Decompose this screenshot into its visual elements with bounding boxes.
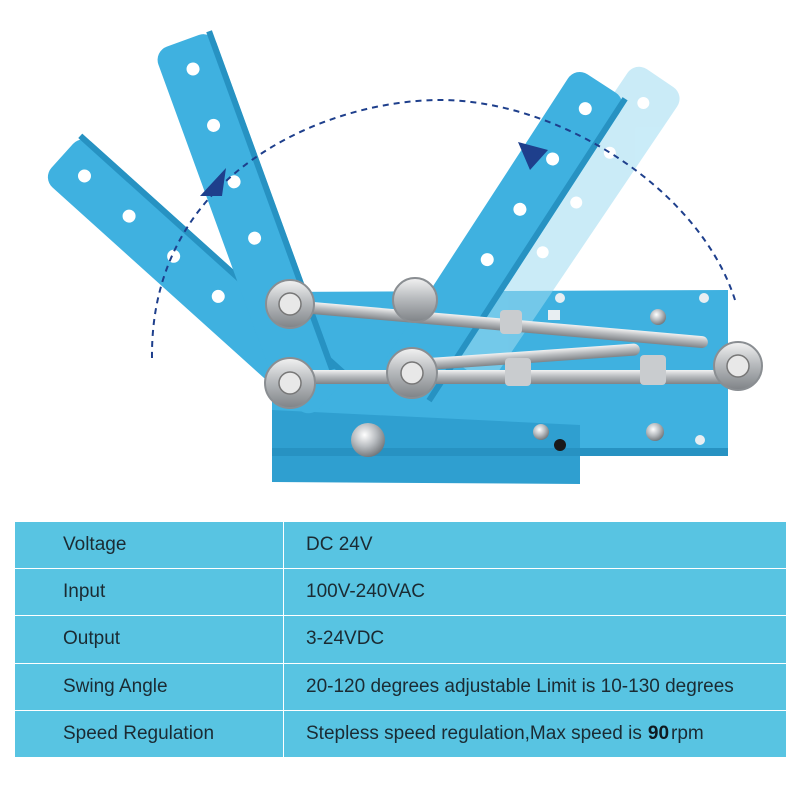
product-photo xyxy=(47,30,763,484)
spec-label-swing-angle: Swing Angle xyxy=(15,663,284,711)
spec-label-voltage: Voltage xyxy=(15,522,284,570)
spec-table: Voltage DC 24V Input 100V-240VAC Output … xyxy=(15,522,786,757)
table-row: Input 100V-240VAC xyxy=(15,568,786,617)
arrow-left-icon xyxy=(200,168,226,196)
spec-value-voltage: DC 24V xyxy=(283,522,786,570)
rod-end-bearings xyxy=(264,277,763,409)
spec-label-speed-regulation: Speed Regulation xyxy=(15,710,284,757)
spec-value-swing-angle: 20-120 degrees adjustable Limit is 10-13… xyxy=(283,663,786,711)
arrow-right-icon xyxy=(518,142,548,170)
speed-text: Stepless speed regulation,Max speed is xyxy=(306,722,642,744)
swing-arm-ghost xyxy=(444,66,680,380)
table-row: Speed Regulation Stepless speed regulati… xyxy=(15,710,786,757)
table-row: Swing Angle 20-120 degrees adjustable Li… xyxy=(15,663,786,711)
spec-label-output: Output xyxy=(15,615,284,664)
table-row: Output 3-24VDC xyxy=(15,615,786,664)
swing-arc xyxy=(150,98,736,359)
table-row: Voltage DC 24V xyxy=(15,522,786,570)
spec-value-output: 3-24VDC xyxy=(283,615,786,664)
spec-value-input: 100V-240VAC xyxy=(283,568,786,617)
max-speed-value: 90 xyxy=(647,722,670,744)
speed-unit: rpm xyxy=(671,722,704,744)
spec-label-input: Input xyxy=(15,568,284,617)
